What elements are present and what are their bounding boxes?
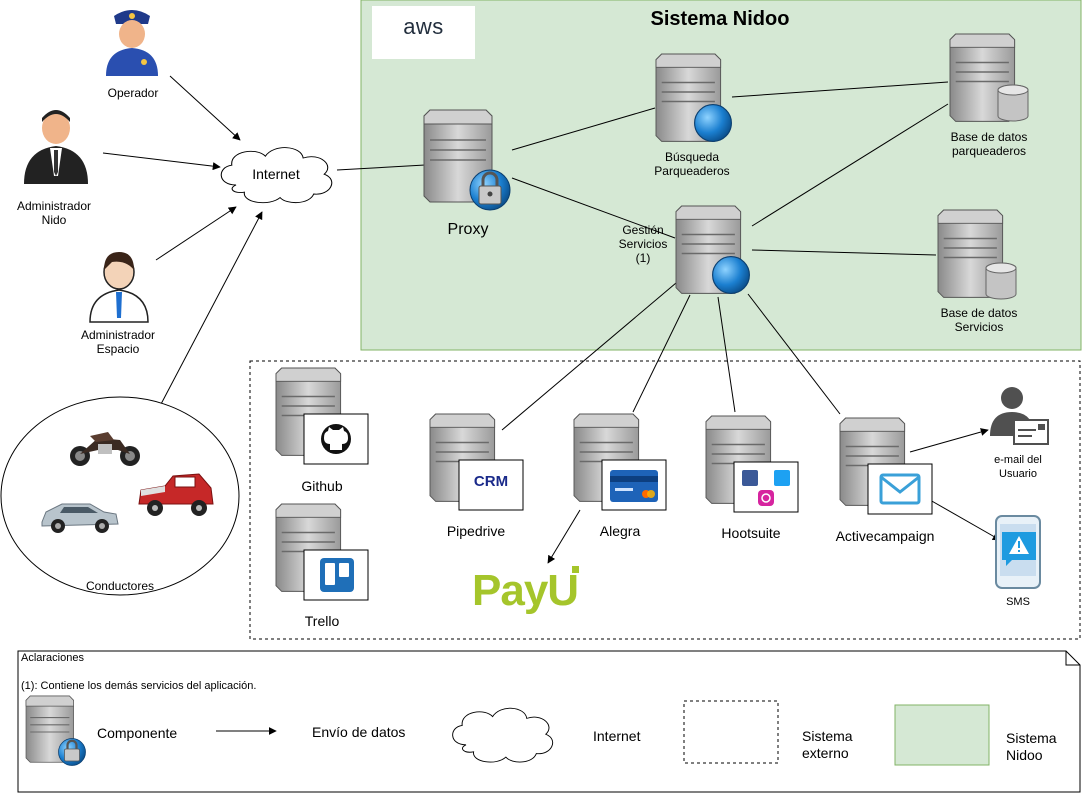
operador-icon <box>106 10 158 76</box>
credit-card-icon <box>601 459 667 511</box>
administrador-espacio-icon <box>89 252 149 323</box>
edge-proxy-gestion <box>511 177 676 239</box>
truck-icon <box>138 473 214 516</box>
legend-internet-label: Internet <box>593 728 641 744</box>
conductores-ellipse <box>0 396 240 596</box>
db-parqueaderos-label: Base de datos parqueaderos <box>950 130 1028 158</box>
email-user-icon <box>990 387 1049 445</box>
administrador-nido-label: Administrador Nido <box>16 199 92 227</box>
db-parqueaderos-cylinder-icon <box>997 84 1029 122</box>
edge-gestion-dbparq <box>751 103 949 227</box>
external-system-area <box>249 360 1081 640</box>
github-label: Github <box>301 478 343 494</box>
edge-active-email <box>909 428 989 453</box>
administrador-espacio-label: Administrador Espacio <box>80 328 156 356</box>
edge-gestion-hootsuite <box>717 296 736 413</box>
db-servicios-label: Base de datos Servicios <box>940 306 1018 334</box>
busqueda-label: Búsqueda Parqueaderos <box>654 150 730 178</box>
operador-label: Operador <box>107 86 159 100</box>
busqueda-globe-icon <box>694 104 732 142</box>
gestion-label: Gestión Servicios (1) <box>618 223 668 265</box>
edge-gestion-pipedrive <box>501 282 677 431</box>
crm-icon <box>458 459 524 511</box>
alegra-label: Alegra <box>599 523 641 539</box>
social-media-icons <box>733 461 799 513</box>
payu-logo: PayU <box>472 566 579 615</box>
edge-alegra-payu <box>547 509 581 564</box>
edge-gestion-activecampaign <box>747 293 841 415</box>
legend-nidoo-box <box>894 704 990 766</box>
pipedrive-label: Pipedrive <box>446 523 506 539</box>
edge-active-sms <box>929 499 1001 541</box>
github-icon <box>303 413 369 465</box>
gestion-globe-icon <box>712 256 750 294</box>
car-icon <box>41 503 119 533</box>
edge-gestion-dbserv <box>751 249 937 256</box>
edge-gestion-alegra <box>632 294 691 413</box>
sms-phone-icon <box>995 515 1041 589</box>
edge-adminnido-internet <box>102 152 221 171</box>
aws-logo-text: aws <box>403 14 444 39</box>
edge-adminespacio-internet <box>155 206 237 261</box>
proxy-label: Proxy <box>447 221 489 238</box>
sms-label: SMS <box>1006 596 1030 608</box>
instagram-icon <box>758 490 774 506</box>
edge-busqueda-dbparq <box>731 81 949 98</box>
facebook-icon <box>742 470 758 486</box>
legend-note: (1): Contiene los demás servicios del ap… <box>21 680 257 692</box>
legend-envio-label: Envío de datos <box>312 724 406 740</box>
internet-label: Internet <box>252 166 300 182</box>
legend-externo-label: Sistema externo <box>802 728 853 761</box>
hootsuite-label: Hootsuite <box>721 525 781 541</box>
legend-box <box>17 650 1081 793</box>
aws-logo: aws <box>372 6 475 59</box>
motorcycle-icon <box>70 432 140 466</box>
edge-proxy-busqueda <box>511 107 656 151</box>
conductores-label: Conductores <box>85 579 155 593</box>
email-usuario-label: e-mail del Usuario <box>994 454 1042 480</box>
edge-operador-internet <box>169 75 241 141</box>
trello-icon <box>303 549 369 601</box>
legend-lock-icon <box>58 738 86 766</box>
legend-heading: Aclaraciones <box>21 652 84 664</box>
twitter-icon <box>774 470 790 486</box>
payu-accent-icon <box>572 566 579 573</box>
trello-label: Trello <box>304 613 340 629</box>
edge-conductores-internet <box>159 211 263 407</box>
administrador-nido-icon <box>24 110 88 184</box>
lock-globe-icon <box>469 169 511 211</box>
email-envelope-icon <box>867 463 933 515</box>
db-servicios-cylinder-icon <box>985 262 1017 300</box>
legend-nidoo-label: Sistema Nidoo <box>1006 730 1057 763</box>
connections <box>102 75 1001 735</box>
legend-componente-label: Componente <box>97 725 178 741</box>
diagram-title: Sistema Nidoo <box>650 8 790 30</box>
edge-internet-proxy <box>336 164 426 171</box>
activecampaign-label: Activecampaign <box>835 528 935 544</box>
crm-badge-text: CRM <box>473 473 509 490</box>
